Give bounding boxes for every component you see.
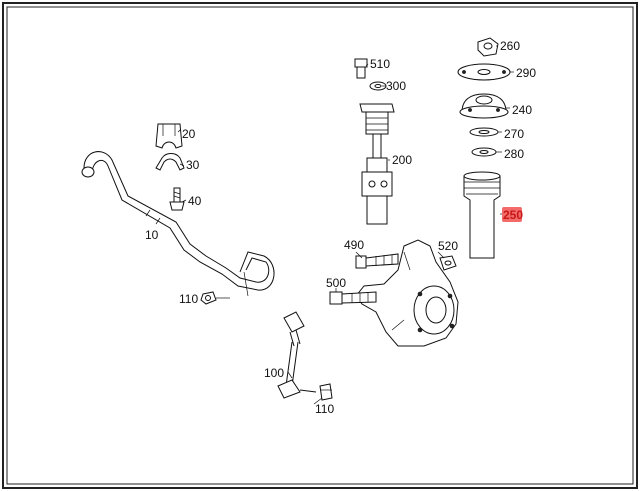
strut-bearing-mount[interactable] xyxy=(459,93,509,119)
label-30[interactable]: 30 xyxy=(186,158,200,172)
protective-boot[interactable] xyxy=(463,171,501,259)
label-250[interactable]: 250 xyxy=(503,208,523,222)
label-240[interactable]: 240 xyxy=(512,103,532,117)
spring-pad[interactable] xyxy=(469,127,499,137)
label-110a[interactable]: 110 xyxy=(179,292,198,306)
bolt-490[interactable] xyxy=(355,253,399,269)
link-nut-upper[interactable] xyxy=(200,291,217,305)
label-280[interactable]: 280 xyxy=(504,147,524,161)
bump-stop-ring[interactable] xyxy=(471,147,497,157)
nut-520[interactable] xyxy=(439,255,457,271)
label-500[interactable]: 500 xyxy=(326,276,346,290)
label-290[interactable]: 290 xyxy=(516,66,536,80)
label-20[interactable]: 20 xyxy=(182,127,196,141)
stabilizer-bushing[interactable] xyxy=(155,123,183,149)
label-510[interactable]: 510 xyxy=(370,57,390,71)
label-10[interactable]: 10 xyxy=(145,228,159,242)
bolt-500[interactable] xyxy=(329,291,377,305)
frame-border-inner xyxy=(6,6,634,485)
highlight-250 xyxy=(502,207,522,222)
label-260[interactable]: 260 xyxy=(500,39,520,53)
top-mount-plate[interactable] xyxy=(457,63,511,81)
label-520[interactable]: 520 xyxy=(438,239,458,253)
stabilizer-bar[interactable] xyxy=(81,151,275,297)
label-490[interactable]: 490 xyxy=(344,238,364,252)
strut-nut[interactable] xyxy=(477,37,499,57)
label-270[interactable]: 270 xyxy=(504,127,524,141)
shock-strut[interactable] xyxy=(354,58,395,225)
leader-lines xyxy=(177,45,514,405)
label-300[interactable]: 300 xyxy=(386,79,406,93)
clamp-bolt[interactable] xyxy=(169,187,185,211)
link-nut-lower[interactable] xyxy=(319,383,333,401)
label-110b[interactable]: 110 xyxy=(315,402,334,416)
steering-knuckle[interactable] xyxy=(355,239,459,347)
stabilizer-link[interactable] xyxy=(277,311,317,399)
label-40[interactable]: 40 xyxy=(188,194,202,208)
stabilizer-clamp[interactable] xyxy=(155,153,185,171)
part-labels: 10 20 30 40 110 100 110 510 300 200 260 … xyxy=(145,39,536,416)
label-200[interactable]: 200 xyxy=(392,153,412,167)
label-100[interactable]: 100 xyxy=(264,366,284,380)
